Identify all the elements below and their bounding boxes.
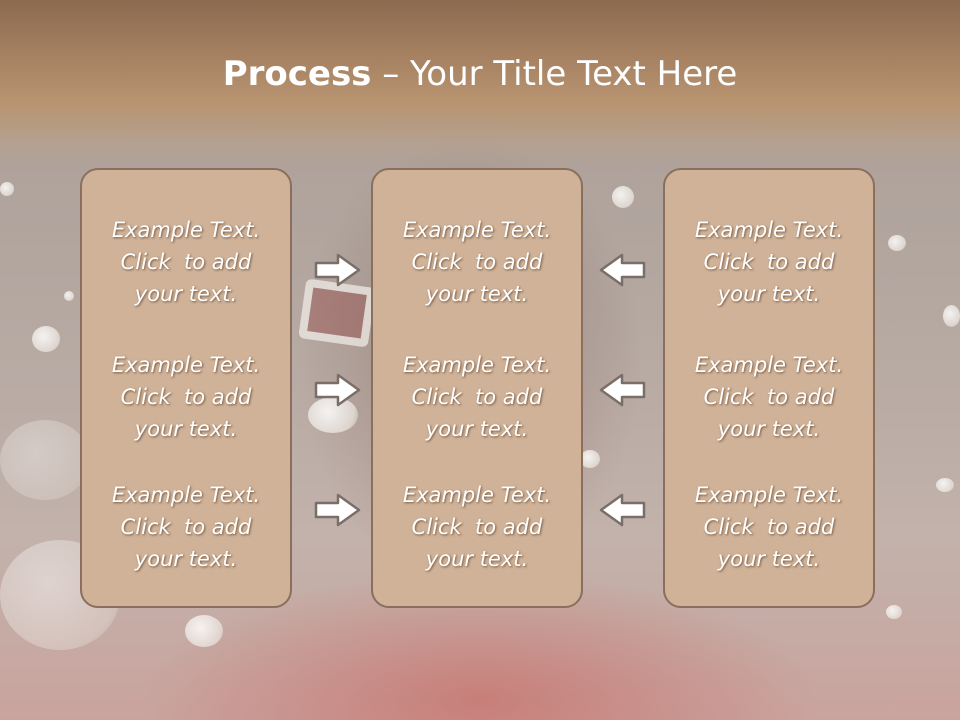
text-line: your text. <box>717 282 821 306</box>
popcorn-decoration <box>0 420 90 500</box>
text-line: Click to add <box>703 250 835 274</box>
text-line: Example Text. <box>694 483 844 507</box>
text-placeholder[interactable]: Example Text. Click to add your text. <box>82 479 290 575</box>
process-box-right[interactable]: Example Text. Click to add your text. Ex… <box>663 168 875 608</box>
title-bold: Process <box>222 54 372 94</box>
text-placeholder[interactable]: Example Text. Click to add your text. <box>665 349 873 445</box>
title-rest: – Your Title Text Here <box>371 54 738 94</box>
text-line: your text. <box>717 547 821 571</box>
popcorn-decoration <box>0 182 14 196</box>
slide-title[interactable]: Process – Your Title Text Here <box>0 52 960 96</box>
text-line: Example Text. <box>111 483 261 507</box>
text-placeholder[interactable]: Example Text. Click to add your text. <box>665 214 873 310</box>
popcorn-decoration <box>64 291 74 301</box>
text-line: Click to add <box>703 385 835 409</box>
text-line: your text. <box>134 547 238 571</box>
popcorn-decoration <box>32 326 60 352</box>
text-placeholder[interactable]: Example Text. Click to add your text. <box>373 214 581 310</box>
text-line: Example Text. <box>402 353 552 377</box>
text-line: Click to add <box>703 515 835 539</box>
popcorn-decoration <box>943 305 960 327</box>
text-line: your text. <box>425 282 529 306</box>
text-line: Example Text. <box>402 218 552 242</box>
text-line: your text. <box>717 417 821 441</box>
popcorn-decoration <box>308 397 358 433</box>
text-placeholder[interactable]: Example Text. Click to add your text. <box>665 479 873 575</box>
popcorn-decoration <box>886 605 902 619</box>
popcorn-decoration <box>612 186 634 208</box>
process-box-center[interactable]: Example Text. Click to add your text. Ex… <box>371 168 583 608</box>
text-line: Example Text. <box>402 483 552 507</box>
text-placeholder[interactable]: Example Text. Click to add your text. <box>82 349 290 445</box>
popcorn-decoration <box>936 478 954 492</box>
text-placeholder[interactable]: Example Text. Click to add your text. <box>373 479 581 575</box>
popcorn-decoration <box>580 450 600 468</box>
text-line: Example Text. <box>694 218 844 242</box>
popcorn-decoration <box>185 615 223 647</box>
arrow-left-icon <box>598 372 646 408</box>
text-line: your text. <box>425 417 529 441</box>
arrow-right-icon <box>314 252 362 288</box>
text-line: your text. <box>134 417 238 441</box>
3d-glasses-image <box>298 278 376 348</box>
text-line: Click to add <box>411 515 543 539</box>
text-line: Example Text. <box>694 353 844 377</box>
text-placeholder[interactable]: Example Text. Click to add your text. <box>82 214 290 310</box>
popcorn-decoration <box>888 235 906 251</box>
text-line: Click to add <box>411 385 543 409</box>
process-box-left[interactable]: Example Text. Click to add your text. Ex… <box>80 168 292 608</box>
text-line: your text. <box>425 547 529 571</box>
arrow-left-icon <box>598 492 646 528</box>
text-placeholder[interactable]: Example Text. Click to add your text. <box>373 349 581 445</box>
arrow-right-icon <box>314 492 362 528</box>
text-line: Example Text. <box>111 353 261 377</box>
arrow-left-icon <box>598 252 646 288</box>
text-line: Click to add <box>120 250 252 274</box>
text-line: Click to add <box>120 515 252 539</box>
text-line: Example Text. <box>111 218 261 242</box>
text-line: Click to add <box>411 250 543 274</box>
text-line: your text. <box>134 282 238 306</box>
title-band <box>0 0 960 170</box>
arrow-right-icon <box>314 372 362 408</box>
text-line: Click to add <box>120 385 252 409</box>
